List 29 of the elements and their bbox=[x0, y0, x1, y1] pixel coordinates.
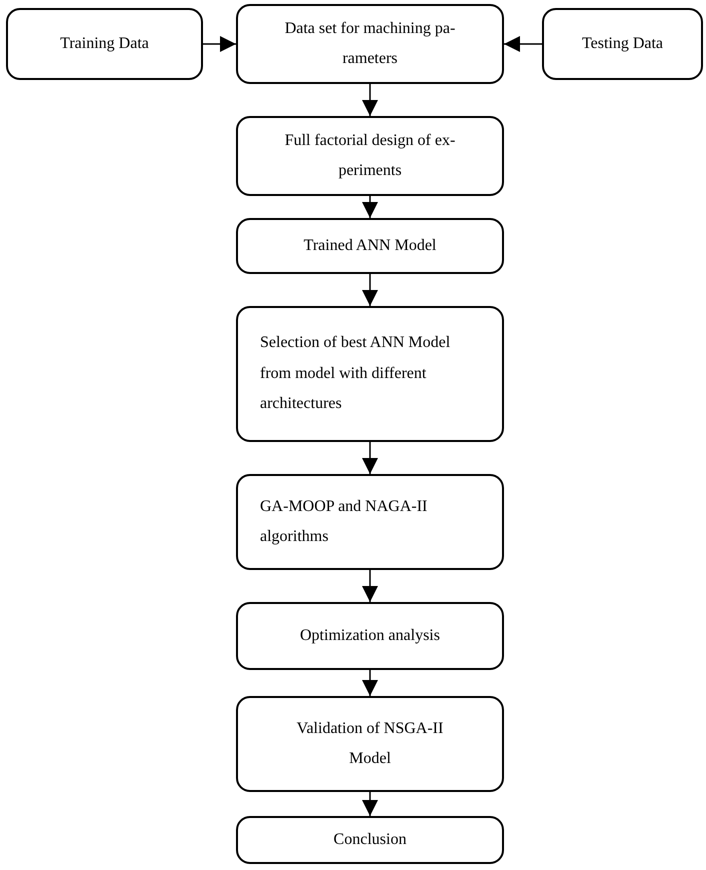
box-label: Validation of NSGA-II Model bbox=[296, 718, 444, 769]
process-box bbox=[236, 116, 504, 196]
box-label: Optimization analysis bbox=[300, 626, 440, 646]
arrow bbox=[362, 670, 378, 696]
box-label: Data set for machining pa- rameters bbox=[284, 18, 456, 69]
process-box bbox=[542, 8, 703, 80]
box-label: Selection of best ANN Model from model with different architectures bbox=[260, 333, 452, 414]
arrow bbox=[504, 36, 542, 52]
process-box bbox=[236, 218, 504, 274]
box-label: Full factorial design of ex- periments bbox=[284, 130, 456, 181]
process-box bbox=[236, 602, 504, 670]
process-box bbox=[236, 474, 504, 570]
arrow bbox=[362, 84, 378, 116]
process-box bbox=[236, 696, 504, 792]
process-box bbox=[6, 8, 203, 80]
box-label: GA-MOOP and NAGA-II algorithms bbox=[260, 496, 428, 547]
box-label: Testing Data bbox=[582, 34, 664, 54]
arrow bbox=[362, 792, 378, 816]
arrow bbox=[203, 36, 236, 52]
arrow bbox=[362, 442, 378, 474]
arrow bbox=[362, 274, 378, 306]
box-label: Training Data bbox=[60, 34, 149, 54]
process-box bbox=[236, 816, 504, 864]
box-label: Trained ANN Model bbox=[304, 236, 436, 256]
process-box bbox=[236, 4, 504, 84]
box-label: Conclusion bbox=[334, 830, 406, 850]
arrow bbox=[362, 196, 378, 218]
arrow bbox=[362, 570, 378, 602]
process-box bbox=[236, 306, 504, 442]
